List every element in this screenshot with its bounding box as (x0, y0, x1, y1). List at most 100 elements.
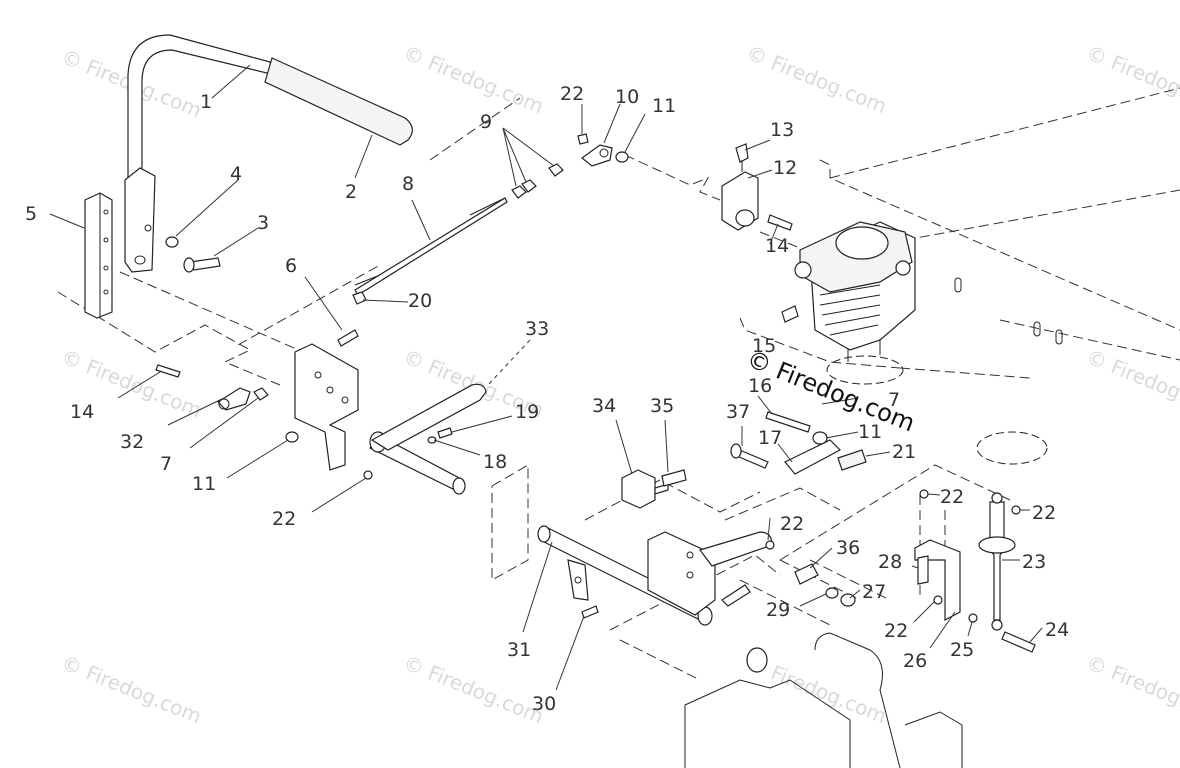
bolt-3-head (183, 257, 195, 273)
leader-line (615, 419, 633, 475)
leader-line (769, 223, 779, 245)
lower-bracket-hole (686, 551, 694, 559)
callout-8: 8 (402, 173, 414, 195)
leader-line (311, 477, 367, 513)
bolt-15 (781, 305, 799, 323)
right-linkage (730, 411, 867, 475)
switch-assembly (621, 469, 687, 509)
leader-line (354, 134, 373, 179)
leader-line (927, 493, 941, 496)
dashed-guide (429, 97, 521, 161)
gas-spring-23 (989, 501, 1005, 621)
callout-1: 1 (200, 91, 212, 113)
callout-34: 34 (592, 395, 616, 417)
frame-slot (1033, 321, 1041, 337)
leader-line (522, 541, 553, 633)
pivot-arm (370, 383, 487, 451)
callout-labels: 1 2 3 4 5 6 7 7 8 9 10 11 11 11 12 13 14… (25, 83, 1069, 715)
dashed-guide (237, 264, 381, 346)
gas-spring-top (991, 492, 1003, 504)
dashed-guide (739, 579, 831, 626)
callout-4: 4 (230, 163, 242, 185)
steering-handle (124, 34, 413, 273)
pump-fins (819, 284, 881, 336)
watermark-layer: © Firedog.com © Firedog.com © Firedog.co… (58, 40, 1180, 728)
leader-line (502, 127, 517, 187)
bolt-30 (581, 605, 599, 619)
callout-23: 23 (1022, 551, 1046, 573)
dashed-guide (779, 464, 1011, 561)
leader-line (175, 179, 239, 237)
leader-line (603, 103, 621, 144)
spring-pin-19 (437, 427, 453, 439)
callout-9: 9 (480, 111, 492, 133)
left-bracket-assembly (155, 343, 373, 480)
callout-2: 2 (345, 181, 357, 203)
leader-line (757, 395, 773, 415)
callout-10: 10 (615, 86, 639, 108)
callout-30: 30 (532, 693, 556, 715)
dashed-guide (619, 639, 701, 681)
callout-19: 19 (515, 401, 539, 423)
watermark-text: © Firedog.com (400, 650, 547, 728)
rod-8-threads (354, 197, 506, 286)
gas-spring-assembly (794, 431, 1048, 653)
frame-dashed-edge (739, 317, 901, 369)
washer-11-upper (615, 151, 629, 163)
callout-5: 5 (25, 203, 37, 225)
callout-7a: 7 (160, 453, 172, 475)
frame-dashed-edge (829, 87, 1180, 179)
nut-22-right (933, 595, 943, 605)
watermark-text: © Firedog.com (1083, 40, 1180, 118)
bolt-14-upper (767, 214, 793, 231)
washer-25 (968, 613, 978, 623)
bolt-14-lower (155, 364, 181, 378)
callout-32: 32 (120, 431, 144, 453)
handle-plate-hole (144, 224, 152, 232)
lower-bracket (647, 531, 716, 616)
watermark-text: © Firedog.com (1083, 344, 1180, 422)
clip-lower (721, 584, 751, 607)
nut-9c (548, 163, 564, 177)
nut-22-top (919, 489, 929, 499)
pump-pulley-outline (826, 355, 904, 385)
leader-line (911, 565, 919, 569)
callout-3: 3 (257, 212, 269, 234)
callout-17: 17 (758, 427, 782, 449)
leader-line (226, 439, 289, 479)
watermark-text: © Firedog.com (58, 650, 205, 728)
bushing-36 (794, 563, 819, 585)
callout-21: 21 (892, 441, 916, 463)
nut-7-left (253, 387, 269, 401)
leader-line (747, 169, 773, 179)
frame-dashed-edge (819, 159, 1180, 331)
lower-shaft-end (537, 525, 551, 543)
callout-22d: 22 (940, 486, 964, 508)
leader-line (913, 601, 935, 623)
bolt-16 (765, 411, 811, 433)
callout-18: 18 (483, 451, 507, 473)
callout-7b: 7 (888, 389, 900, 411)
mount-bracket-12 (721, 143, 793, 231)
leader-line (799, 593, 827, 607)
callout-28: 28 (878, 551, 902, 573)
bar-hole (103, 237, 109, 243)
leader-line (502, 127, 555, 167)
frame-dashed-edge (904, 189, 1180, 241)
rod-end-32-eye (218, 398, 230, 410)
hydraulic-pump (794, 221, 916, 385)
watermark-text: © Firedog.com (400, 40, 547, 118)
gas-spring-collar (978, 536, 1016, 554)
leader-lines (49, 64, 1043, 691)
leader-line (849, 589, 861, 599)
rod-end-10 (581, 144, 613, 167)
fasteners-6-20 (337, 291, 367, 347)
bottom-frame-edge (684, 679, 851, 768)
nut-22-far (1011, 505, 1021, 515)
leader-line (809, 547, 833, 569)
bottom-frame-edge (814, 632, 901, 768)
switch-34 (621, 469, 656, 509)
watermark-text: © Firedog.com (1083, 650, 1180, 728)
washer-11-right (812, 431, 828, 445)
lower-bracket-arm (699, 531, 773, 567)
